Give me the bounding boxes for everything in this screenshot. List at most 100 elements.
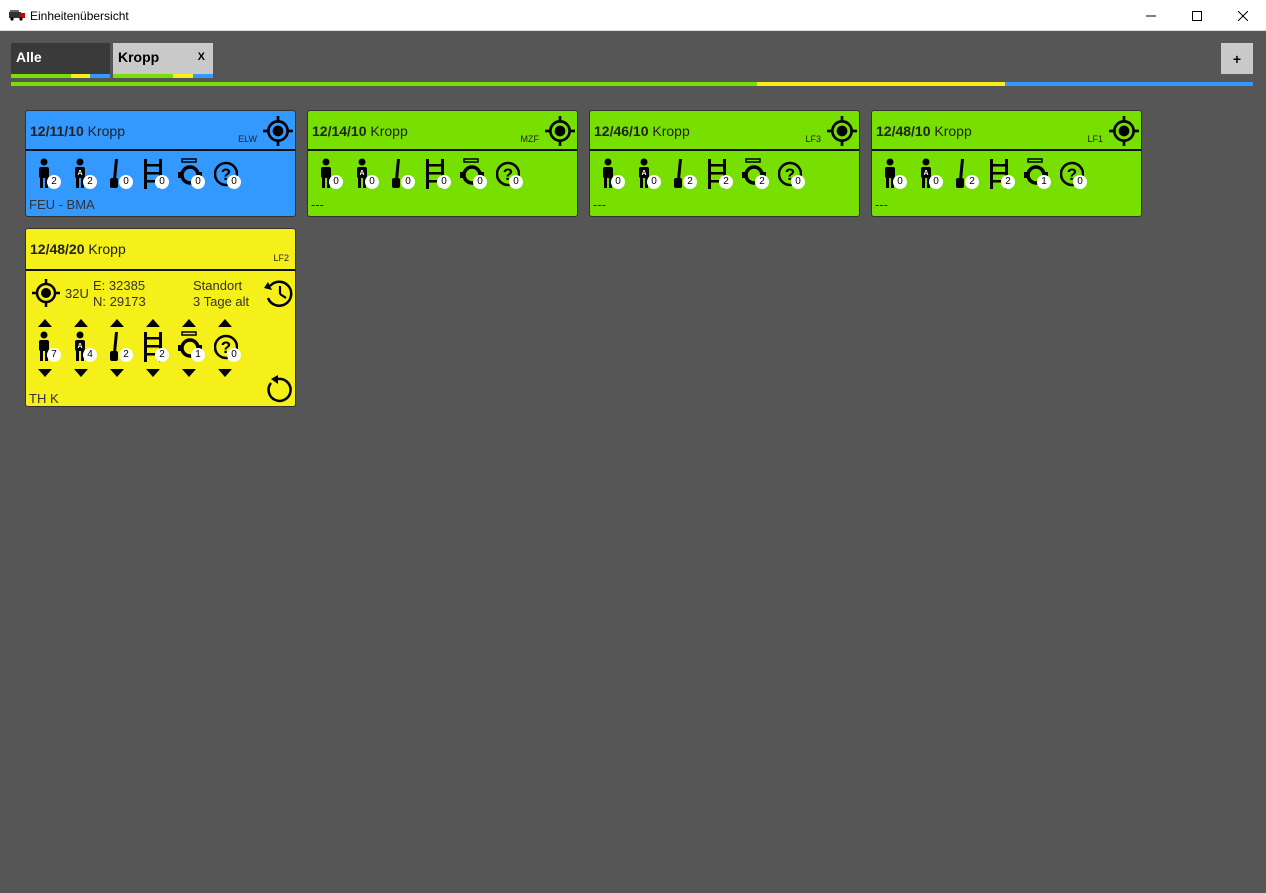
crew-count-badge: 0 [227,175,241,189]
unit-note: --- [311,197,324,212]
unit-type: LF2 [273,253,289,263]
crew-slot: 2 [952,158,988,192]
crew-slot: 0 [316,158,352,192]
crew-slot: 0 [142,158,178,192]
northing: N: 29173 [93,294,146,309]
crew-count-badge: 2 [719,175,733,189]
crew-slot-editor: 2 [106,319,142,377]
crew-slot: 1 [1024,158,1060,192]
svg-text:?: ? [785,165,795,184]
crew-count-badge: 2 [965,175,979,189]
crew-count-badge: 0 [401,175,415,189]
crew-count-badge: 2 [755,175,769,189]
location-age: 3 Tage alt [193,294,250,309]
crew-count-badge: 2 [83,175,97,189]
crew-slot: 2 [34,158,70,192]
svg-text:A: A [77,170,82,177]
decrement-arrow[interactable] [38,369,52,377]
crew-count-badge: 0 [791,175,805,189]
crew-count-badge: 0 [119,175,133,189]
maximize-button[interactable] [1174,0,1220,31]
crew-slot: ?0 [496,158,532,192]
gps-target-icon[interactable] [827,116,857,146]
hose-nozzle-icon [392,159,400,188]
crew-slot: 0 [388,158,424,192]
tab-status-bar [11,74,110,78]
unit-title: 12/48/10 Kropp [876,123,972,139]
close-icon [1238,10,1248,21]
increment-arrow[interactable] [218,319,232,327]
crew-count-badge: 2 [47,175,61,189]
unit-note: --- [875,197,888,212]
decrement-arrow[interactable] [74,369,88,377]
window-title: Einheitenübersicht [30,9,129,23]
decrement-arrow[interactable] [182,369,196,377]
increment-arrow[interactable] [38,319,52,327]
crew-count-badge: 0 [227,348,241,362]
person-breathing-apparatus-icon: A [357,158,367,188]
crew-count-badge: 0 [929,175,943,189]
close-window-button[interactable] [1220,0,1266,31]
tab-alle[interactable]: Alle [11,43,110,75]
fire-truck-icon [9,10,25,21]
unknown-icon: ? [214,161,238,187]
unit-card-expanded[interactable]: 12/48/20 Kropp LF2 32U E: 32385 N: 29173… [25,228,296,407]
crew-count-badge: 0 [1073,175,1087,189]
increment-arrow[interactable] [182,319,196,327]
minimize-button[interactable] [1128,0,1174,31]
decrement-arrow[interactable] [110,369,124,377]
person-breathing-apparatus-icon: A [75,158,85,188]
maximize-icon [1192,10,1202,21]
gps-target-icon[interactable] [545,116,575,146]
svg-text:?: ? [503,165,513,184]
gps-target-icon[interactable] [1109,116,1139,146]
crew-slot: 2 [988,158,1024,192]
crew-slot: 0 [880,158,916,192]
reset-icon[interactable] [263,375,293,405]
crew-count-badge: 0 [329,175,343,189]
crew-count-badge: 2 [155,348,169,362]
crew-slot-editor: 2 [142,319,178,377]
svg-text:A: A [923,170,928,177]
crew-slot: 0 [598,158,634,192]
history-icon[interactable] [262,278,294,308]
increment-arrow[interactable] [146,319,160,327]
person-icon [39,331,49,361]
unit-title: 12/48/20 Kropp [30,241,126,257]
crew-slot-editor: ?0 [214,319,250,377]
decrement-arrow[interactable] [218,369,232,377]
unit-title: 12/11/10 Kropp [30,123,125,139]
tab-close-button[interactable]: X [197,51,205,63]
unit-title: 12/14/10 Kropp [312,123,408,139]
crew-slot: 0 [178,158,214,192]
tab-kropp[interactable]: Kropp X [113,43,213,75]
crew-count-badge: 7 [47,348,61,362]
tab-label: Alle [16,49,42,65]
hose-nozzle-icon [110,159,118,188]
gps-target-icon[interactable] [32,279,60,307]
increment-arrow[interactable] [74,319,88,327]
unit-type: LF1 [1087,134,1103,144]
unknown-icon: ? [496,161,520,187]
decrement-arrow[interactable] [146,369,160,377]
crew-count-badge: 0 [473,175,487,189]
unknown-icon: ? [1060,161,1084,187]
crew-count-badge: 2 [1001,175,1015,189]
unknown-icon: ? [214,334,238,360]
gps-target-icon[interactable] [263,116,293,146]
add-tab-button[interactable]: + [1221,43,1253,74]
person-icon [321,158,331,188]
increment-arrow[interactable] [110,319,124,327]
crew-count-badge: 0 [191,175,205,189]
crew-count-badge: 2 [119,348,133,362]
crew-count-badge: 0 [155,175,169,189]
